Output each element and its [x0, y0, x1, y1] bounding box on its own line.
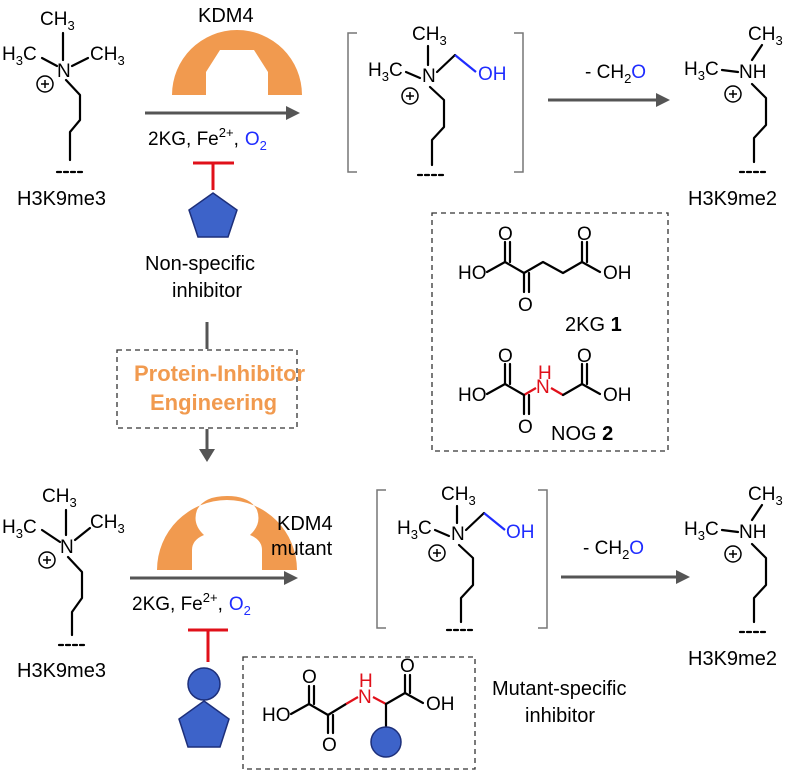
svg-text:CH3: CH3 — [412, 24, 447, 48]
svg-text:KDM4: KDM4 — [277, 513, 333, 535]
engineering-box — [116, 349, 298, 429]
svg-text:Mutant-specific: Mutant-specific — [492, 678, 627, 700]
svg-text:mutant: mutant — [271, 538, 333, 560]
svg-text:- CH2O: - CH2O — [583, 538, 644, 562]
svg-text:N: N — [422, 66, 436, 87]
mutant-inhibitor-pentagon-icon — [178, 700, 230, 748]
svg-text:N: N — [57, 61, 71, 82]
svg-text:NOG 2: NOG 2 — [551, 423, 613, 445]
svg-text:O: O — [302, 667, 317, 688]
svg-text:Non-specific: Non-specific — [145, 253, 255, 275]
svg-text:O: O — [577, 224, 592, 245]
svg-text:NH: NH — [739, 62, 766, 83]
svg-text:H: H — [538, 363, 552, 384]
svg-text:O: O — [498, 346, 513, 367]
svg-text:O: O — [498, 224, 513, 245]
svg-text:2KG 1: 2KG 1 — [565, 314, 622, 336]
svg-text:CH3: CH3 — [90, 512, 125, 536]
dimethyllysine-bottom: CH3 H3C NH H3K9me2 — [684, 484, 783, 670]
svg-text:CH3: CH3 — [748, 484, 783, 508]
svg-text:- CH2O: - CH2O — [585, 62, 646, 86]
svg-text:H3K9me3: H3K9me3 — [17, 660, 106, 682]
svg-text:OH: OH — [603, 385, 632, 406]
svg-text:H3C: H3C — [368, 60, 403, 84]
svg-text:inhibitor: inhibitor — [525, 705, 595, 727]
svg-text:HO: HO — [458, 263, 487, 284]
dimethyllysine-top: CH3 H3C NH H3K9me2 — [684, 24, 783, 210]
substituent-circle-icon — [370, 726, 402, 758]
positive-charge-icon — [36, 75, 54, 93]
compound-2kg: HO O O O OH 2KG 1 — [458, 224, 632, 336]
svg-text:N: N — [358, 687, 372, 708]
intermediate-top: CH3 H3C N OH — [347, 24, 524, 177]
svg-text:O: O — [518, 417, 533, 438]
svg-text:CH3: CH3 — [441, 484, 476, 508]
svg-text:CH3: CH3 — [90, 44, 125, 68]
trimethyllysine-top: CH3 H3C CH3 N H3K9me3 — [2, 9, 125, 210]
mutant-enzyme-shape-icon — [157, 496, 297, 570]
engineering-line-1: Protein-Inhibitor — [134, 361, 306, 386]
intermediate-bottom: CH3 H3C N OH — [376, 484, 548, 632]
svg-text:H3K9me2: H3K9me2 — [688, 648, 777, 670]
svg-text:OH: OH — [478, 64, 507, 85]
svg-text:OH: OH — [506, 522, 535, 543]
non-specific-inhibitor-icon — [188, 192, 238, 238]
svg-text:inhibitor: inhibitor — [172, 280, 242, 302]
svg-text:N: N — [60, 537, 74, 558]
svg-text:OH: OH — [426, 694, 455, 715]
svg-text:H3C: H3C — [2, 44, 37, 68]
svg-text:O: O — [322, 735, 337, 756]
svg-text:H3C: H3C — [684, 59, 719, 83]
svg-text:2KG, Fe2+,O2: 2KG, Fe2+,O2 — [148, 125, 267, 153]
compound-mutant-specific: HO H N O O O OH — [262, 656, 455, 758]
svg-text:H3C: H3C — [2, 517, 37, 541]
svg-text:CH3: CH3 — [42, 486, 77, 510]
svg-text:H: H — [359, 671, 373, 692]
svg-text:H3C: H3C — [397, 518, 432, 542]
svg-text:CH3: CH3 — [748, 24, 783, 48]
svg-text:OH: OH — [603, 263, 632, 284]
compounds-box — [431, 212, 669, 452]
svg-text:O: O — [400, 656, 415, 677]
svg-text:O: O — [577, 346, 592, 367]
substrate-label: H3K9me3 — [17, 188, 106, 210]
svg-text:HO: HO — [262, 705, 291, 726]
svg-text:2KG, Fe2+,O2: 2KG, Fe2+,O2 — [132, 590, 251, 618]
svg-text:HO: HO — [458, 385, 487, 406]
svg-text:O: O — [518, 295, 533, 316]
svg-text:N: N — [536, 377, 550, 398]
engineering-line-2: Engineering — [150, 390, 277, 415]
svg-text:NH: NH — [739, 522, 766, 543]
enzyme-shape-icon — [172, 30, 302, 95]
svg-text:CH3: CH3 — [40, 9, 75, 33]
compound-nog: HO H N O O O OH NOG 2 — [458, 346, 632, 445]
svg-text:N: N — [451, 524, 465, 545]
mutant-inhibitor-circle-icon — [187, 667, 221, 701]
trimethyllysine-bottom: CH3 H3C CH3 N H3K9me3 — [2, 486, 125, 682]
svg-text:H3C: H3C — [684, 519, 719, 543]
product-label: H3K9me2 — [688, 188, 777, 210]
enzyme-label: KDM4 — [198, 5, 254, 27]
mutant-compound-box — [242, 656, 476, 770]
